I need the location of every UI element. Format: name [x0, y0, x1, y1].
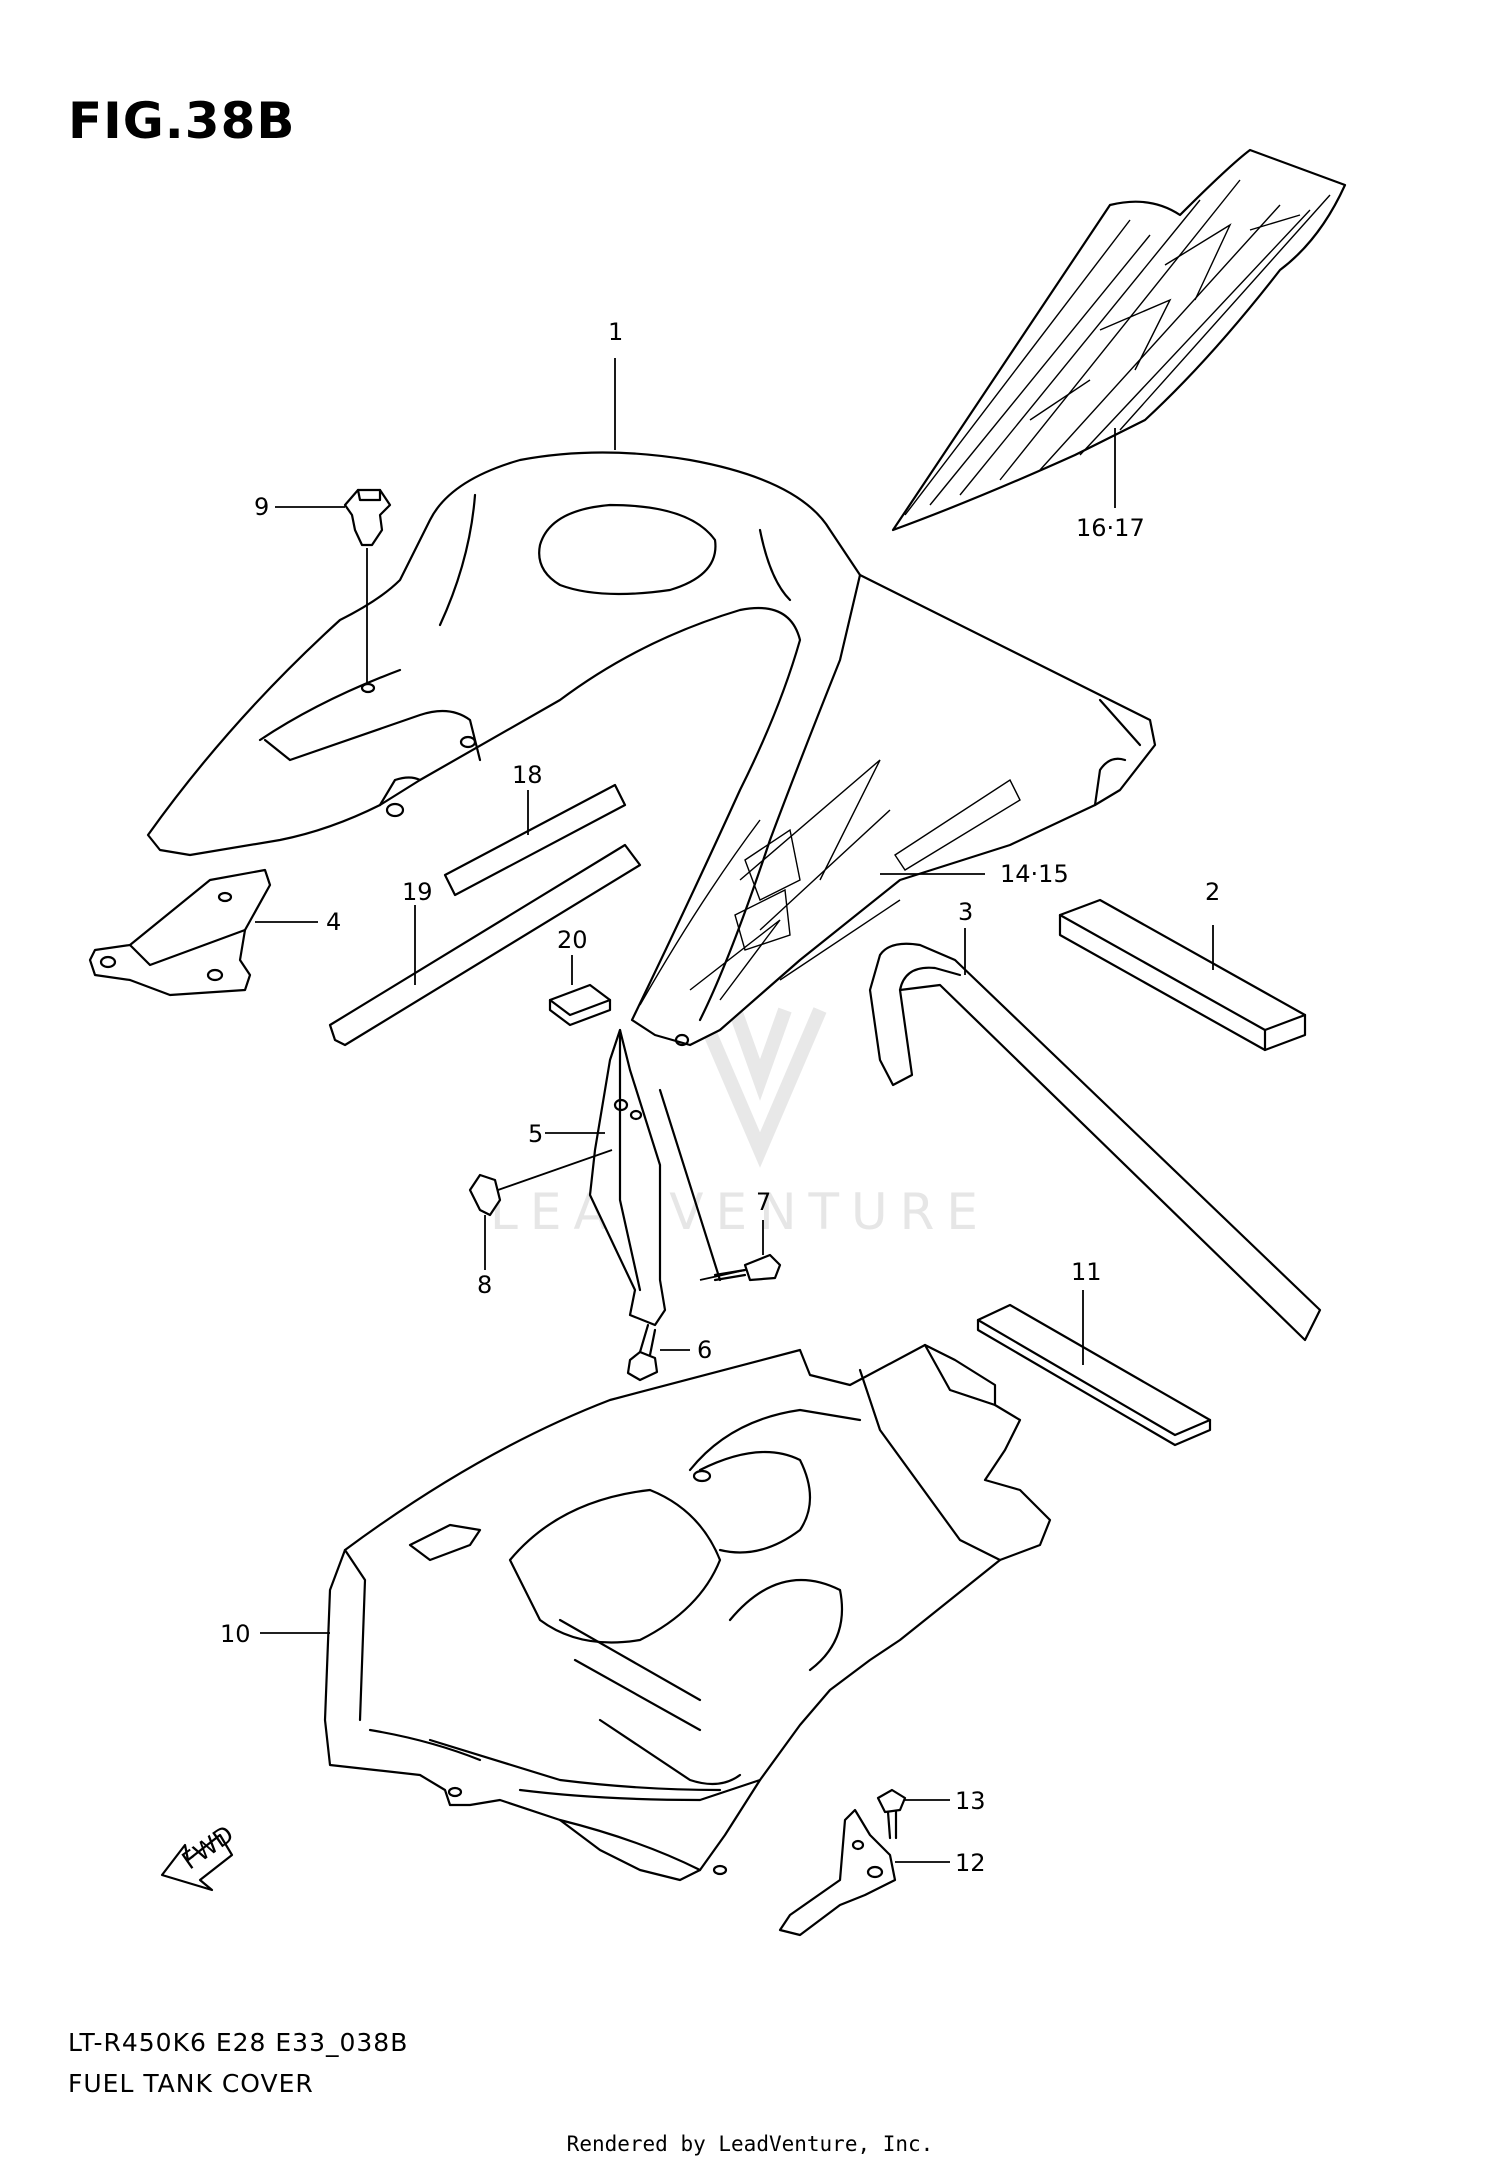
part-bracket-5	[545, 1028, 722, 1327]
callout-10: 10	[220, 1620, 251, 1648]
part-screw-13	[876, 1788, 950, 1840]
callout-16-17: 16·17	[1076, 514, 1145, 542]
callout-11: 11	[1071, 1258, 1102, 1286]
figure-title: FIG.38B	[68, 92, 296, 150]
part-pad-20	[548, 955, 612, 1027]
part-bracket-4	[88, 868, 318, 997]
part-cushion-18	[443, 783, 627, 897]
callout-13: 13	[955, 1787, 986, 1815]
callout-14-15: 14·15	[1000, 860, 1069, 888]
callout-4: 4	[326, 908, 341, 936]
part-clip-8	[468, 1149, 613, 1270]
leadventure-watermark: LEADVENTURE	[490, 1183, 990, 1241]
callout-20: 20	[557, 926, 588, 954]
part-decal-16-17	[891, 148, 1347, 532]
part-cushion-11	[976, 1290, 1212, 1447]
callout-1: 1	[608, 318, 623, 346]
part-cushion-19	[328, 843, 642, 1047]
callout-18: 18	[512, 761, 543, 789]
part-fuel-tank-cover-1	[146, 451, 1157, 1047]
callout-9: 9	[254, 493, 269, 521]
figure-code: LT-R450K6 E28 E33_038B	[68, 2028, 409, 2057]
callout-7: 7	[756, 1188, 771, 1216]
figure-name: FUEL TANK COVER	[68, 2069, 314, 2098]
callout-12: 12	[955, 1849, 986, 1877]
callout-2: 2	[1205, 878, 1220, 906]
callout-8: 8	[477, 1271, 492, 1299]
render-credit: Rendered by LeadVenture, Inc.	[566, 2132, 934, 2156]
callout-5: 5	[528, 1120, 543, 1148]
part-carrier-10	[260, 1343, 1052, 1882]
watermark-logo	[693, 1007, 827, 1168]
part-screw-7	[699, 1220, 782, 1282]
callout-6: 6	[697, 1336, 712, 1364]
fwd-arrow: FWD	[160, 1820, 239, 1892]
part-bracket-12	[778, 1808, 950, 1937]
callout-19: 19	[402, 878, 433, 906]
part-cushion-2	[1058, 898, 1307, 1052]
part-frame-3	[868, 928, 1322, 1342]
part-push-rivet-9	[275, 488, 392, 683]
callout-3: 3	[958, 898, 973, 926]
part-screw-6	[626, 1323, 690, 1382]
